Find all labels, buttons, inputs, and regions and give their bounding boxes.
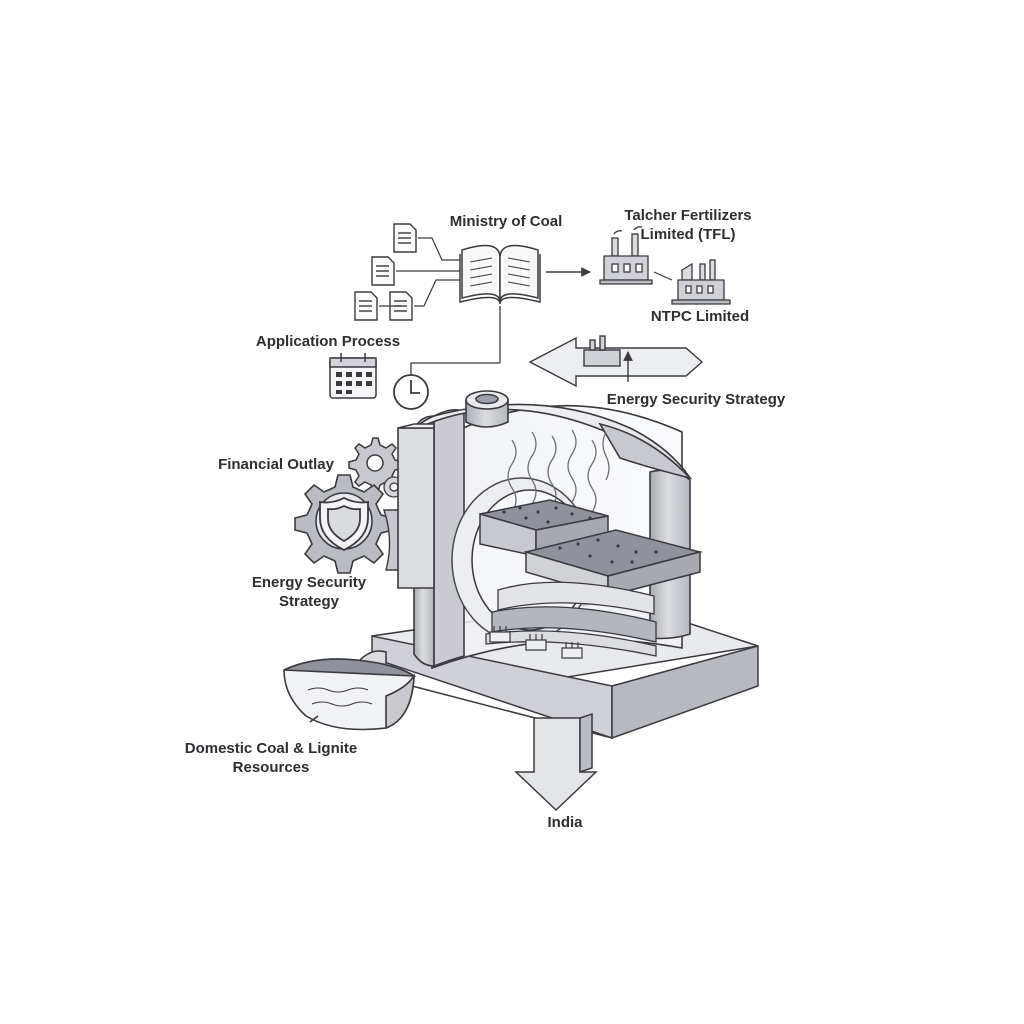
document-icon	[354, 291, 378, 321]
shield-icon	[319, 496, 369, 552]
label-energy-security-strategy-left: Energy Security Strategy	[238, 573, 380, 611]
clock-icon	[393, 374, 429, 410]
label-text: Application Process	[255, 333, 401, 350]
label-ministry-of-coal: Ministry of Coal	[440, 212, 572, 231]
label-application-process: Application Process	[252, 332, 404, 351]
reactor-nozzle	[465, 390, 509, 428]
label-text: Energy Security Strategy	[606, 391, 786, 408]
label-text: NTPC Limited	[650, 308, 750, 325]
label-text: Resources	[232, 759, 310, 776]
left-arrow-icon	[528, 335, 704, 388]
reactor-layers	[485, 581, 657, 657]
document-icon	[393, 223, 417, 253]
label-text: Strategy	[278, 593, 340, 610]
label-text: Energy Security	[251, 574, 367, 591]
document-icon	[371, 256, 395, 286]
open-book-icon	[459, 244, 541, 305]
label-talcher-fertilizers: Talcher Fertilizers Limited (TFL)	[612, 206, 764, 244]
label-text: Ministry of Coal	[449, 213, 563, 230]
label-energy-security-strategy-top: Energy Security Strategy	[600, 390, 792, 409]
burner-nozzles	[489, 626, 583, 659]
document-icons-group	[354, 223, 417, 321]
label-domestic-coal-lignite: Domestic Coal & Lignite Resources	[182, 739, 360, 777]
label-ntpc-limited: NTPC Limited	[640, 307, 760, 326]
label-text: Financial Outlay	[218, 456, 334, 473]
document-connector-lines	[379, 237, 460, 307]
steam-lines	[507, 429, 610, 513]
label-text: Domestic Coal & Lignite	[184, 740, 358, 757]
down-arrow-icon	[514, 712, 598, 812]
label-text: India	[547, 814, 583, 831]
label-text: Talcher Fertilizers	[624, 207, 752, 224]
tfl-to-ntpc-connector	[653, 271, 673, 281]
factory-icon	[599, 226, 653, 285]
label-financial-outlay: Financial Outlay	[212, 455, 340, 474]
label-text: Limited (TFL)	[640, 226, 736, 243]
label-india: India	[530, 813, 600, 832]
calendar-icon	[329, 353, 377, 399]
application-connector	[410, 362, 500, 375]
factory-icon	[671, 259, 731, 305]
coal-bin-icon	[283, 650, 417, 731]
